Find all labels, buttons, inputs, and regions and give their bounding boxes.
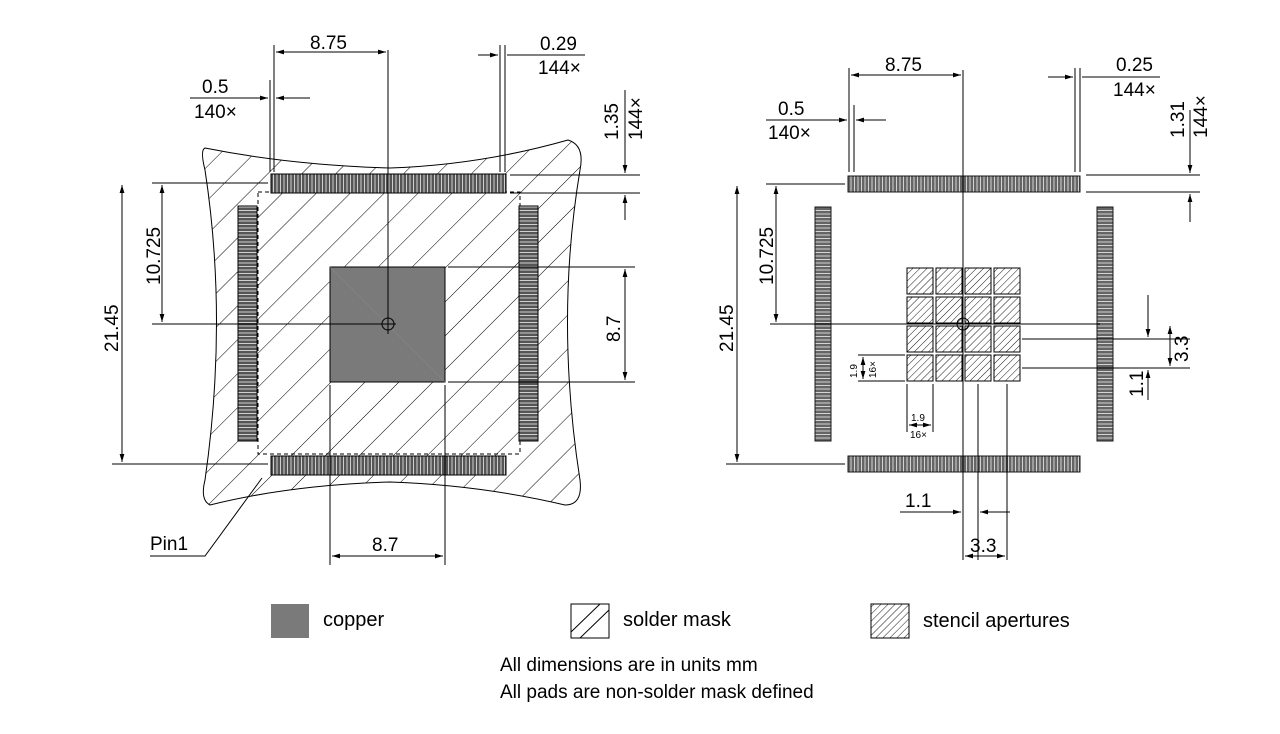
rdim-pad-length: 1.31 xyxy=(1168,101,1189,138)
note-units: All dimensions are in units mm xyxy=(500,655,758,676)
legend-copper-swatch xyxy=(271,604,309,638)
rdim-pitch-count: 140× xyxy=(768,123,811,144)
rdim-pad-width-count: 144× xyxy=(1113,80,1156,101)
rdim-pad-width: 0.25 xyxy=(1116,55,1153,76)
note-nsmd: All pads are non-solder mask defined xyxy=(500,682,814,703)
dim-pitch-count: 140× xyxy=(194,102,237,123)
rdim-half-span: 10.725 xyxy=(757,227,778,285)
pad-row-bottom xyxy=(270,455,507,476)
rdim-aperture-gap-v: 1.1 xyxy=(1127,371,1148,397)
legend-stencil-swatch xyxy=(870,603,910,639)
rdim-pad-pitch-width: 8.75 xyxy=(885,55,922,76)
pad-row-right xyxy=(518,205,539,442)
legend-stencil-label: stencil apertures xyxy=(923,610,1070,632)
pin1-label: Pin1 xyxy=(150,534,188,555)
rdim-pad-length-count: 144× xyxy=(1191,95,1212,138)
dim-pad-length: 1.35 xyxy=(602,103,623,140)
dim-epad-width: 8.7 xyxy=(372,535,398,556)
legend-solder-mask-label: solder mask xyxy=(623,609,731,631)
rdim-aperture-size-v: 1.9 xyxy=(849,364,860,378)
dim-span: 21.45 xyxy=(102,304,123,352)
stencil-row-top xyxy=(847,175,1081,193)
rdim-span: 21.45 xyxy=(717,304,738,352)
right-view xyxy=(726,68,1200,560)
legend-copper-label: copper xyxy=(323,609,385,631)
legend-solder-mask-swatch xyxy=(570,603,610,639)
dim-epad-height: 8.7 xyxy=(604,316,625,342)
dim-pitch: 0.5 xyxy=(202,77,228,98)
stencil-row-bottom xyxy=(847,455,1081,473)
rdim-pitch: 0.5 xyxy=(778,99,804,120)
left-view xyxy=(112,45,640,565)
rdim-aperture-pitch-h: 3.3 xyxy=(970,536,996,557)
dim-pad-width: 0.29 xyxy=(540,34,577,55)
dim-pad-width-count: 144× xyxy=(538,58,581,79)
dim-pad-pitch-width: 8.75 xyxy=(310,33,347,54)
rdim-aperture-count-h: 16× xyxy=(910,430,927,441)
rdim-aperture-pitch-v: 3.3 xyxy=(1172,336,1193,362)
rdim-aperture-count-v: 16× xyxy=(868,361,879,378)
rdim-aperture-gap-h: 1.1 xyxy=(905,491,931,512)
dim-pad-length-count: 144× xyxy=(626,97,647,140)
rdim-aperture-size-h: 1.9 xyxy=(911,413,925,424)
dim-half-span: 10.725 xyxy=(144,227,165,285)
stencil-aperture-grid xyxy=(906,267,1021,382)
